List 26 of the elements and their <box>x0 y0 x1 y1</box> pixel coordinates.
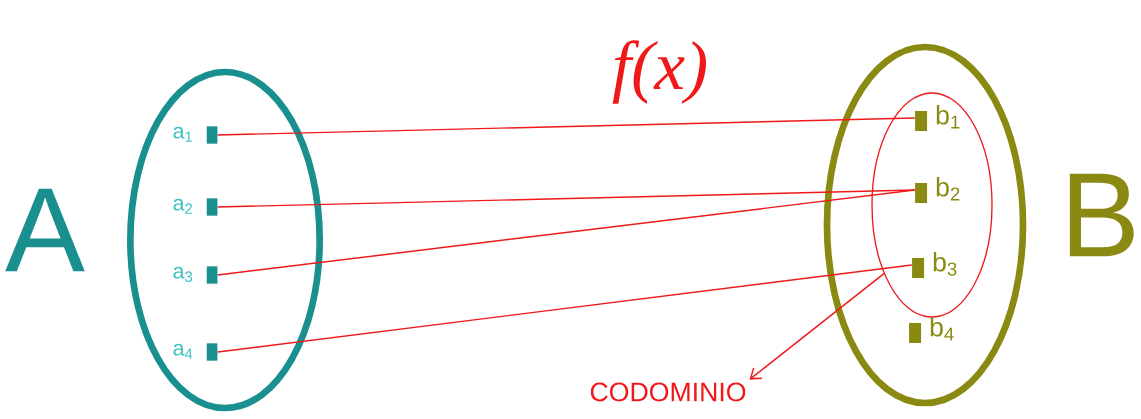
element-point: b$_{4}$ <box>909 317 954 343</box>
mapping-line <box>216 264 913 353</box>
mapping-line <box>216 117 916 136</box>
codomain-label: CODOMINIO <box>590 382 746 402</box>
function-label: f(x) <box>612 40 706 104</box>
subset-ellipse <box>871 92 993 318</box>
mapping-line <box>216 189 916 276</box>
element-point: b$_{2}$ <box>915 177 960 203</box>
element-point: a$_{1}$ <box>173 126 218 144</box>
node-label: a$_{4}$ <box>173 343 193 359</box>
node-label: b$_{3}$ <box>933 252 957 276</box>
node-label: b$_{2}$ <box>936 177 960 201</box>
element-point: b$_{3}$ <box>912 252 957 278</box>
mapping-line <box>749 272 885 380</box>
node-label: a$_{2}$ <box>173 198 192 214</box>
element-point: a$_{4}$ <box>173 343 218 361</box>
node-label: B <box>1069 173 1134 257</box>
node-label: a$_{3}$ <box>173 266 193 282</box>
node-label: b$_{1}$ <box>936 105 960 129</box>
element-point: a$_{3}$ <box>173 266 218 284</box>
node-label: b$_{4}$ <box>930 317 954 341</box>
element-point: a$_{2}$ <box>173 198 218 216</box>
node-label: A <box>5 188 85 272</box>
mapping-line <box>216 189 916 208</box>
element-point: b$_{1}$ <box>915 105 960 131</box>
node-label: a$_{1}$ <box>173 126 193 142</box>
